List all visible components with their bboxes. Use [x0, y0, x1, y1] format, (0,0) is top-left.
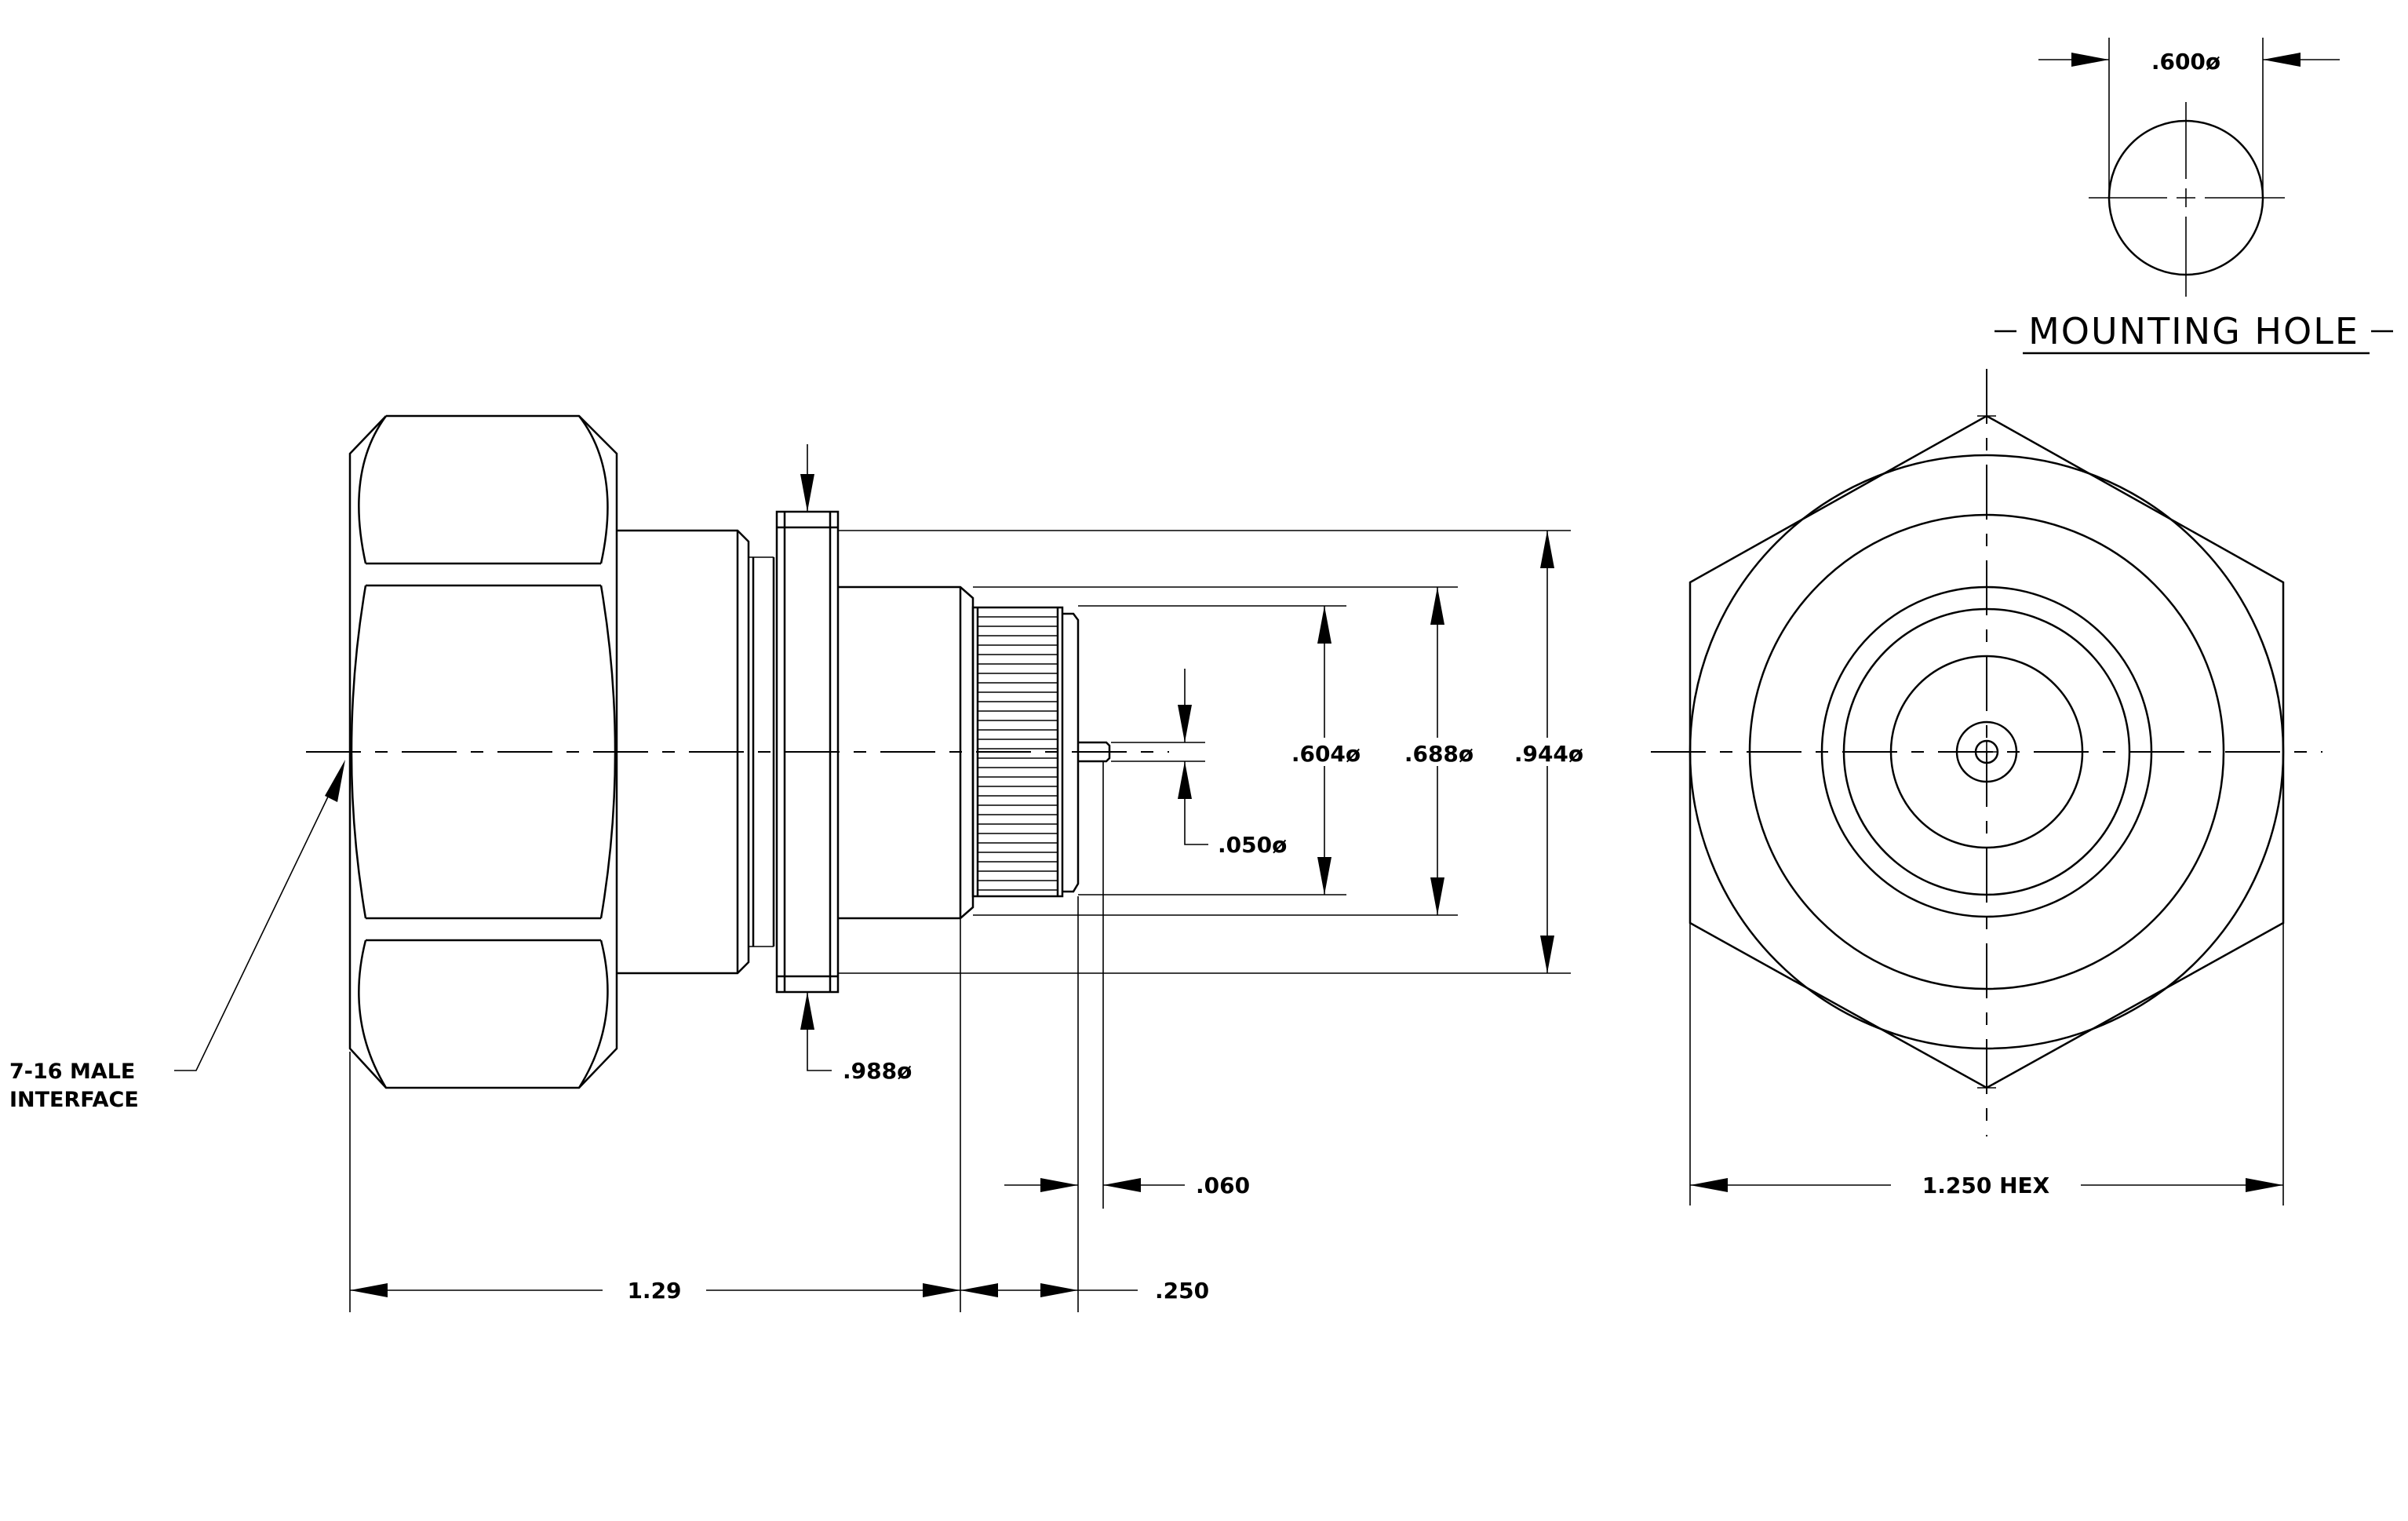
mounting-hole-title: MOUNTING HOLE: [2028, 310, 2359, 352]
center-pin: [1078, 741, 1111, 763]
knurled-sleeve: [971, 606, 1080, 898]
side-view: .944ø .688ø .604ø .050ø .988ø: [9, 414, 1583, 1312]
interface-label-line1: 7-16 MALE: [9, 1060, 135, 1084]
dimension-604: .604ø: [1291, 741, 1361, 767]
dimension-060: .060: [1196, 1173, 1250, 1198]
dimension-250: .250: [1155, 1278, 1209, 1304]
connector-body: [617, 529, 775, 975]
front-view: 1.250 HEX: [1651, 369, 2322, 1205]
interface-label-line2: INTERFACE: [9, 1088, 139, 1112]
dimension-050: .050ø: [1218, 832, 1287, 858]
dimension-988: .988ø: [843, 1058, 912, 1084]
dimension-688: .688ø: [1404, 741, 1474, 767]
hex-coupling-nut: [348, 414, 618, 1089]
hex-dimension: 1.250 HEX: [1922, 1173, 2050, 1198]
dimension-129: 1.29: [627, 1278, 681, 1304]
mounting-hole-dimension: .600ø: [2151, 49, 2220, 75]
mounting-hole-view: .600ø MOUNTING HOLE: [1995, 38, 2393, 355]
dimension-944: .944ø: [1514, 741, 1583, 767]
